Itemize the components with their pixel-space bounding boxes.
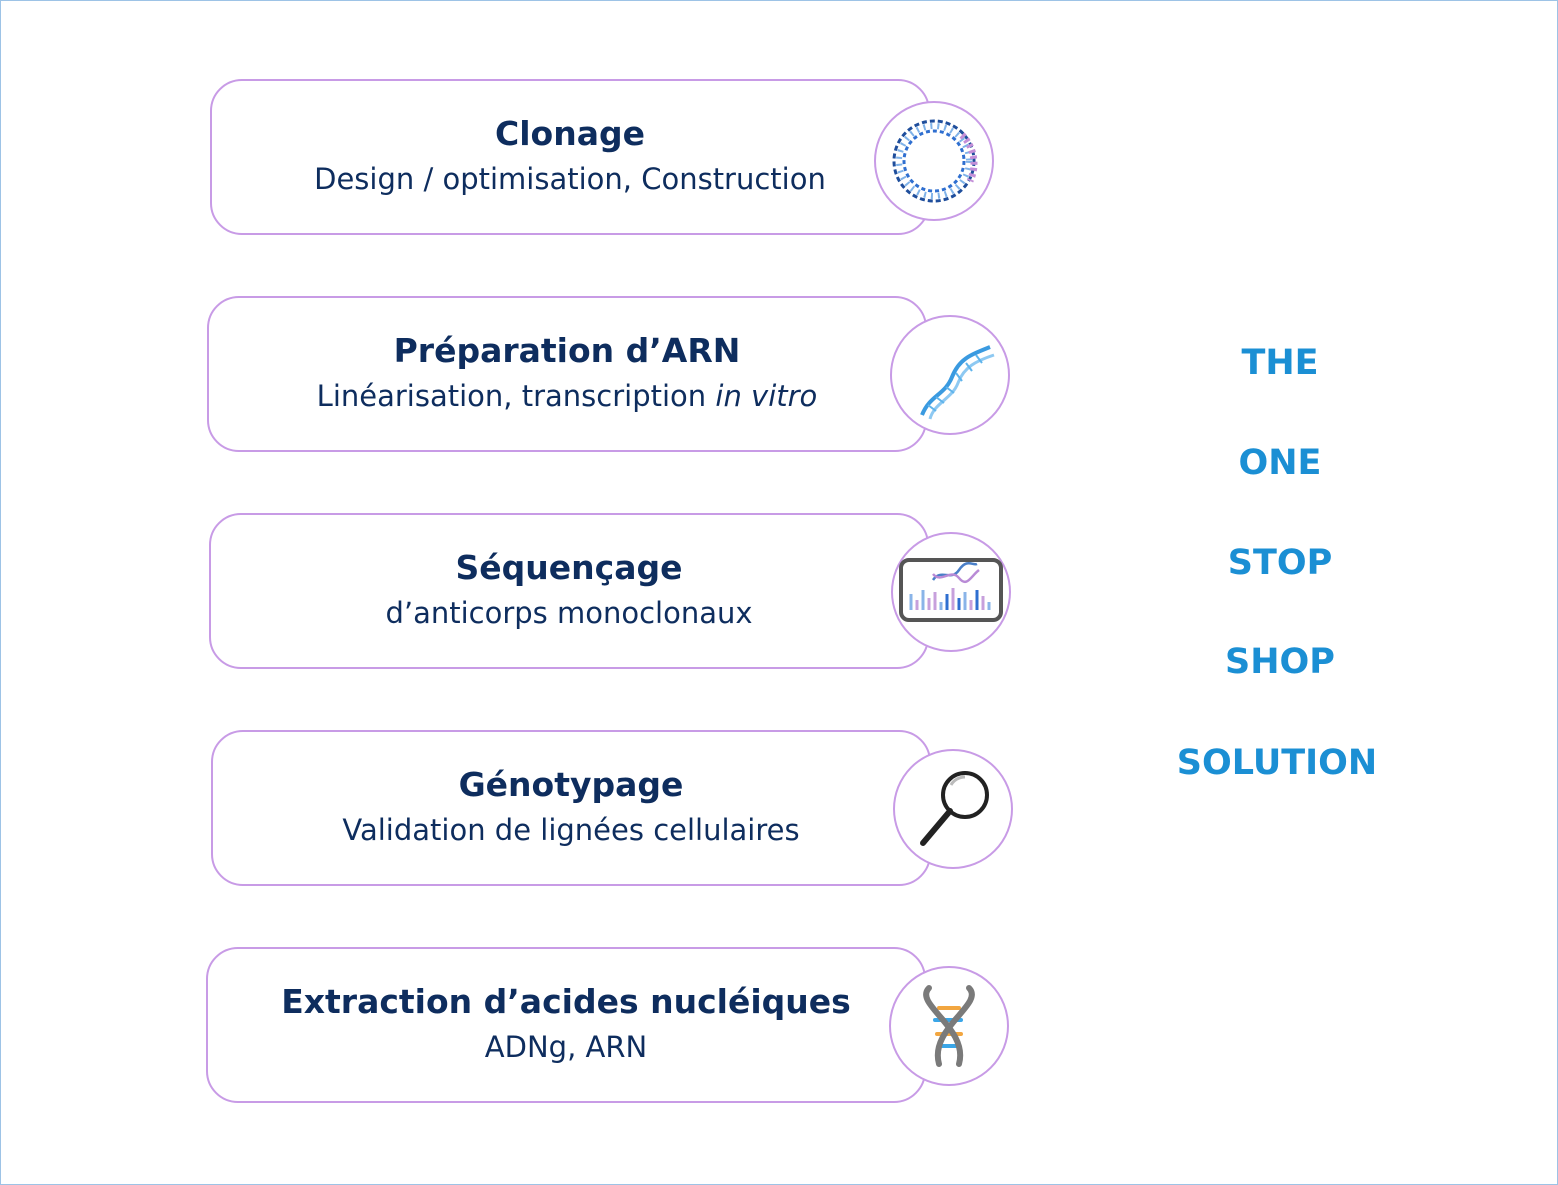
service-card-preparation-arn: Préparation d’ARN Linéarisation, transcr…: [207, 296, 927, 452]
plasmid-icon: [874, 101, 994, 221]
service-title: Génotypage: [458, 765, 684, 804]
slogan-word: SHOP: [1225, 642, 1335, 682]
dna-double-helix-icon: [889, 966, 1009, 1086]
magnifying-glass-icon: [893, 749, 1013, 869]
service-title: Séquençage: [455, 548, 683, 587]
service-card-sequencage: Séquençage d’anticorps monoclonaux: [209, 513, 929, 669]
service-subtitle: Linéarisation, transcription in vitro: [316, 379, 818, 413]
service-title: Extraction d’acides nucléiques: [281, 982, 851, 1021]
service-card-clonage: Clonage Design / optimisation, Construct…: [210, 79, 930, 235]
service-subtitle: ADNg, ARN: [484, 1030, 648, 1064]
service-subtitle: Design / optimisation, Construction: [314, 162, 826, 196]
service-card-extraction: Extraction d’acides nucléiques ADNg, ARN: [206, 947, 926, 1103]
service-card-genotypage: Génotypage Validation de lignées cellula…: [211, 730, 931, 886]
slogan-word: ONE: [1238, 443, 1322, 483]
service-title: Préparation d’ARN: [393, 331, 741, 370]
slogan-word: STOP: [1227, 543, 1333, 583]
rna-helix-icon: [890, 315, 1010, 435]
service-subtitle: d’anticorps monoclonaux: [385, 596, 753, 630]
slogan-word: THE: [1241, 343, 1319, 383]
service-subtitle: Validation de lignées cellulaires: [342, 813, 800, 847]
sequencing-monitor-icon: [891, 532, 1011, 652]
slogan-word: SOLUTION: [1176, 743, 1378, 783]
service-title: Clonage: [495, 114, 645, 153]
